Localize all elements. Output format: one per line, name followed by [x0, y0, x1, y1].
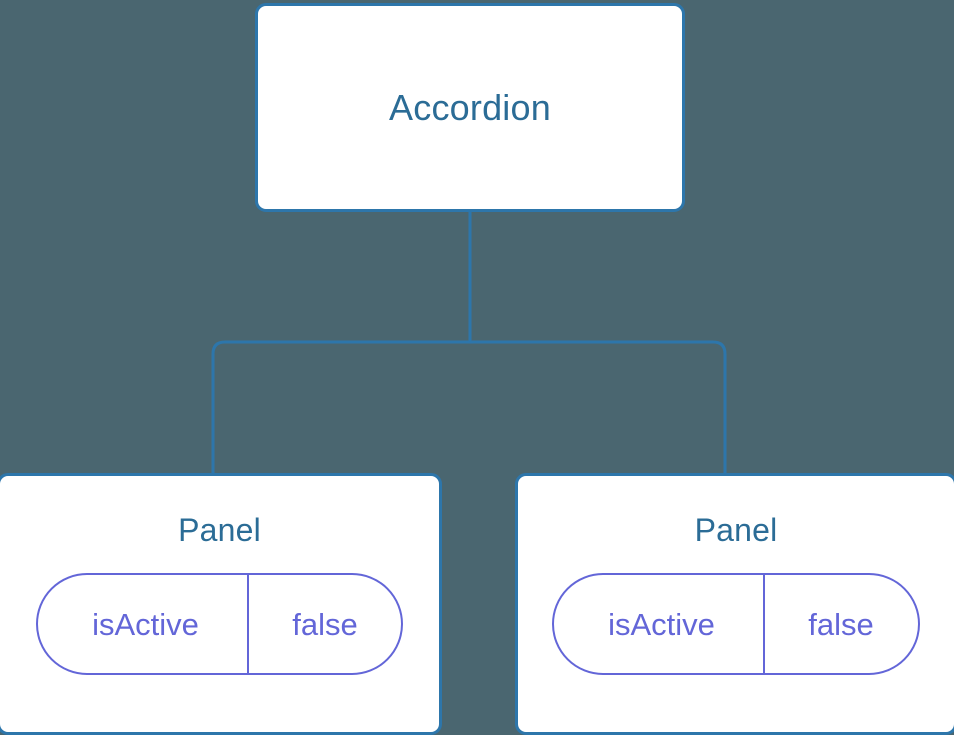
- state-pill-panel-1[interactable]: isActive false: [36, 573, 403, 675]
- state-pill-panel-2-value: false: [808, 606, 874, 642]
- state-pill-panel-2-key: isActive: [554, 575, 765, 673]
- state-pill-panel-2[interactable]: isActive false: [552, 573, 920, 675]
- state-pill-panel-1-key: isActive: [38, 575, 249, 673]
- connector-edge-left: [211, 340, 470, 476]
- node-panel-2-title: Panel: [694, 512, 778, 548]
- node-accordion[interactable]: Accordion: [255, 3, 685, 212]
- state-pill-panel-1-value: false: [292, 606, 358, 642]
- node-panel-1[interactable]: Panel isActive false: [0, 473, 442, 735]
- connector-edge-right: [470, 340, 727, 476]
- node-accordion-title: Accordion: [389, 86, 551, 128]
- node-panel-1-title: Panel: [178, 512, 261, 548]
- node-panel-2[interactable]: Panel isActive false: [515, 473, 954, 735]
